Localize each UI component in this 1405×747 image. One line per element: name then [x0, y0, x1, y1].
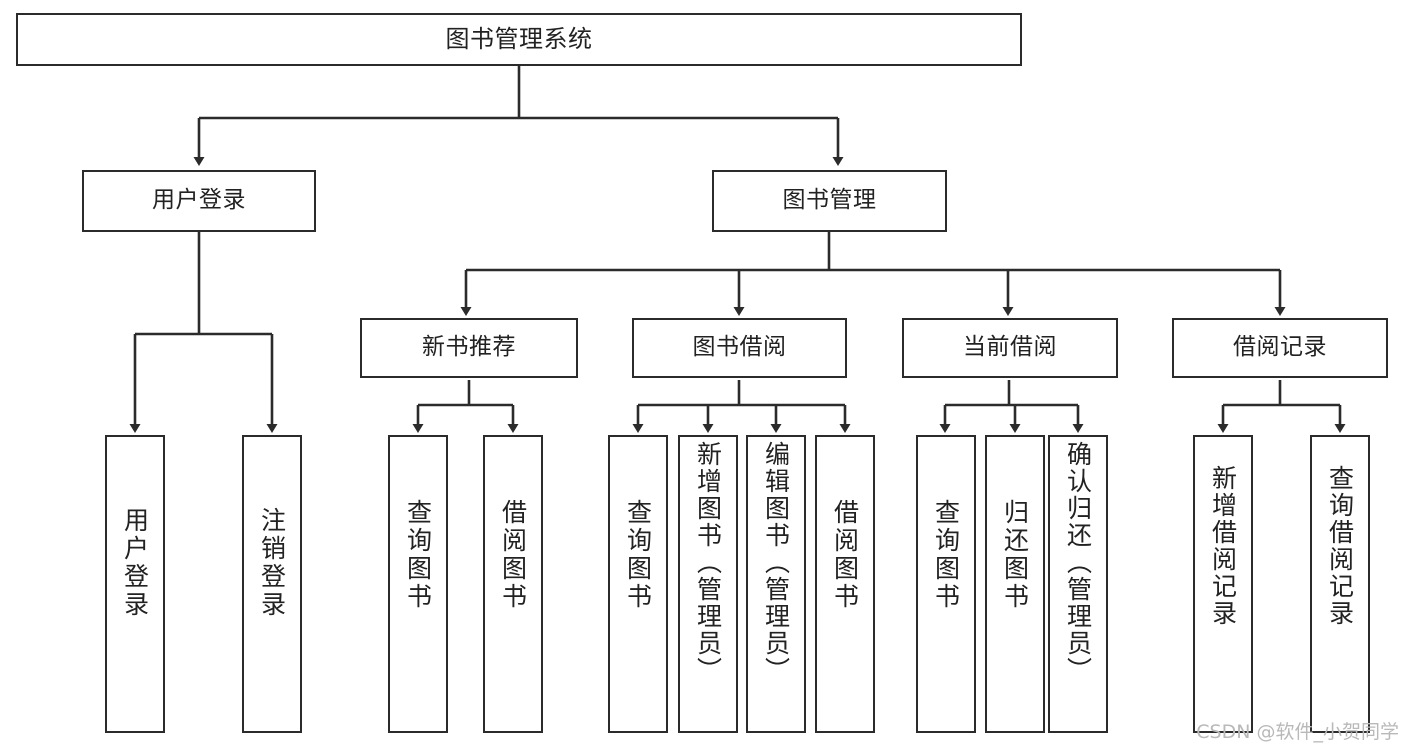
node-borrow-record[interactable]: 借阅记录	[1172, 318, 1388, 378]
node-current-borrow[interactable]: 当前借阅	[902, 318, 1118, 378]
node-leaf-logout[interactable]: 注销登录	[242, 435, 302, 733]
node-leaf-query-record[interactable]: 查询借阅记录	[1310, 435, 1370, 733]
node-new-book-recommend[interactable]: 新书推荐	[360, 318, 578, 378]
node-book-manage[interactable]: 图书管理	[712, 170, 947, 232]
node-leaf-query-book-3[interactable]: 查询图书	[916, 435, 976, 733]
node-leaf-confirm-return[interactable]: 确认归还（管理员）	[1048, 435, 1108, 733]
node-leaf-return-book[interactable]: 归还图书	[985, 435, 1045, 733]
node-root-label: 图书管理系统	[445, 25, 593, 54]
node-leaf-query-book-3-label: 查询图书	[931, 499, 961, 611]
node-leaf-add-book[interactable]: 新增图书（管理员）	[678, 435, 738, 733]
node-leaf-query-book-1[interactable]: 查询图书	[388, 435, 448, 733]
node-leaf-add-record-label: 新增借阅记录	[1208, 465, 1238, 627]
node-leaf-borrow-book-2-label: 借阅图书	[830, 499, 860, 611]
node-leaf-user-login[interactable]: 用户登录	[105, 435, 165, 733]
node-leaf-edit-book[interactable]: 编辑图书（管理员）	[746, 435, 806, 733]
node-leaf-query-book-2-label: 查询图书	[623, 499, 653, 611]
node-leaf-return-book-label: 归还图书	[1000, 499, 1030, 611]
node-leaf-add-record[interactable]: 新增借阅记录	[1193, 435, 1253, 733]
node-new-book-recommend-label: 新书推荐	[422, 334, 516, 361]
node-leaf-user-login-label: 用户登录	[120, 507, 150, 619]
node-leaf-confirm-return-label: 确认归还（管理员）	[1063, 441, 1093, 684]
node-leaf-borrow-book-1[interactable]: 借阅图书	[483, 435, 543, 733]
node-user-login-label: 用户登录	[152, 187, 246, 214]
node-user-login[interactable]: 用户登录	[82, 170, 316, 232]
node-current-borrow-label: 当前借阅	[963, 334, 1057, 361]
node-leaf-add-book-label: 新增图书（管理员）	[693, 441, 723, 684]
node-book-manage-label: 图书管理	[782, 187, 877, 214]
node-borrow-record-label: 借阅记录	[1233, 334, 1327, 361]
node-leaf-borrow-book-2[interactable]: 借阅图书	[815, 435, 875, 733]
node-book-borrow[interactable]: 图书借阅	[632, 318, 847, 378]
node-leaf-borrow-book-1-label: 借阅图书	[498, 499, 528, 611]
node-leaf-query-record-label: 查询借阅记录	[1325, 465, 1355, 627]
node-book-borrow-label: 图书借阅	[692, 334, 787, 361]
node-leaf-query-book-1-label: 查询图书	[403, 499, 433, 611]
node-leaf-logout-label: 注销登录	[257, 507, 287, 619]
node-root[interactable]: 图书管理系统	[16, 13, 1022, 66]
node-leaf-edit-book-label: 编辑图书（管理员）	[761, 441, 791, 684]
node-leaf-query-book-2[interactable]: 查询图书	[608, 435, 668, 733]
